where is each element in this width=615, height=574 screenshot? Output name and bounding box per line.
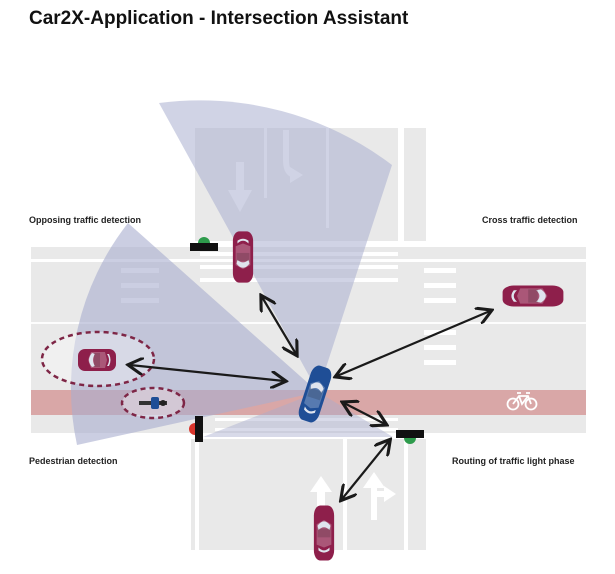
traffic-light-icon xyxy=(396,430,424,444)
cyclist-icon xyxy=(139,397,167,409)
traffic-light-icon xyxy=(190,237,218,251)
communication-arrows xyxy=(130,297,490,499)
label-cross-traffic: Cross traffic detection xyxy=(482,215,578,225)
car-icon xyxy=(502,285,564,307)
page-title: Car2X-Application - Intersection Assista… xyxy=(29,8,409,29)
label-pedestrian: Pedestrian detection xyxy=(29,456,118,466)
car-icon xyxy=(313,505,335,561)
bicycle-icon xyxy=(506,392,538,411)
label-opposing-traffic: Opposing traffic detection xyxy=(29,215,142,225)
car-icon xyxy=(78,349,116,371)
car-icon xyxy=(232,231,254,283)
traffic-light-icon xyxy=(189,416,203,442)
label-routing: Routing of traffic light phase xyxy=(452,456,575,466)
